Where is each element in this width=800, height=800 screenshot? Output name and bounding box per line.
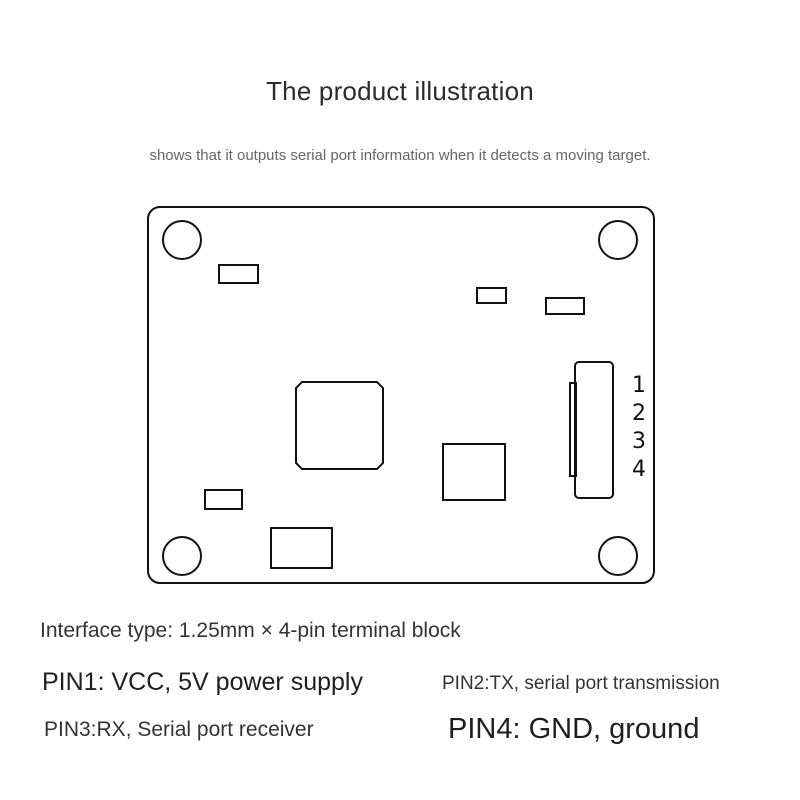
page-title: The product illustration [266,76,534,106]
connector-pin-label-3: 3 [632,429,646,454]
smd-component-5 [270,527,333,569]
pin2-description: PIN2:TX, serial port transmission [442,673,720,694]
connector-pin-label-1: 1 [632,373,646,398]
main-chip [295,381,384,470]
smd-component-1 [218,264,259,284]
mounting-hole-top-right [598,220,638,260]
mounting-hole-top-left [162,220,202,260]
secondary-chip [442,443,506,501]
smd-component-2 [476,287,507,304]
pcb-outline [147,206,655,584]
smd-component-3 [545,297,585,315]
interface-type-label: Interface type: 1.25mm × 4-pin terminal … [40,619,461,642]
connector-pin-label-4: 4 [632,457,646,482]
page-subtitle: shows that it outputs serial port inform… [149,147,651,164]
pin1-description: PIN1: VCC, 5V power supply [42,668,363,696]
connector-housing [574,361,614,499]
connector-pins-block [569,382,577,477]
pin3-description: PIN3:RX, Serial port receiver [44,718,314,741]
connector-pin-label-2: 2 [632,401,646,426]
smd-component-4 [204,489,243,510]
pin4-description: PIN4: GND, ground [448,713,700,745]
mounting-hole-bottom-left [162,536,202,576]
mounting-hole-bottom-right [598,536,638,576]
